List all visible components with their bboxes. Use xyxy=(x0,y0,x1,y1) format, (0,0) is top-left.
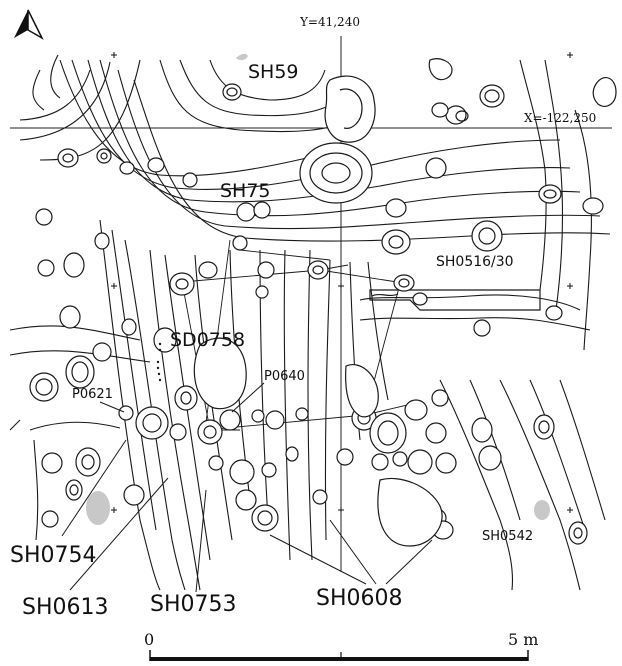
callout-sh0753: SH0753 xyxy=(150,592,237,617)
callout-labels: SH0754 SH0613 SH0753 SH0608 xyxy=(10,543,403,620)
scale-end-label: 5 m xyxy=(508,630,538,649)
label-sd0758: SD0758 xyxy=(170,329,245,351)
pits xyxy=(29,75,604,545)
grid-crosses xyxy=(111,52,573,513)
label-p0640: P0640 xyxy=(264,369,305,384)
leader-lines xyxy=(61,382,433,593)
label-p0621: P0621 xyxy=(72,387,113,402)
irregular-features xyxy=(193,58,617,547)
label-sh59: SH59 xyxy=(248,61,299,83)
scale-bar: 0 5 m xyxy=(144,630,538,661)
callout-sh0613: SH0613 xyxy=(22,595,109,620)
callout-sh0754: SH0754 xyxy=(10,543,97,568)
shaded-areas xyxy=(86,53,550,525)
ditch-contours xyxy=(19,54,611,351)
sd0758-dots xyxy=(156,342,162,382)
feature-labels: SH59 SH75 SH0516/30 SD0758 P0640 P0621 S… xyxy=(72,61,533,544)
callout-sh0608: SH0608 xyxy=(316,586,403,611)
label-sh0516: SH0516/30 xyxy=(436,254,514,270)
scale-bar-line xyxy=(150,657,528,661)
grid-label-x: X=-122,250 xyxy=(524,111,596,125)
trench-sh0516 xyxy=(369,289,541,311)
grid-label-y: Y=41,240 xyxy=(299,15,360,29)
label-sh0542: SH0542 xyxy=(482,529,533,544)
label-sh75: SH75 xyxy=(220,180,271,202)
scale-start-label: 0 xyxy=(144,630,154,649)
north-arrow-icon xyxy=(14,9,44,40)
grid-labels: Y=41,240 X=-122,250 xyxy=(299,15,596,125)
